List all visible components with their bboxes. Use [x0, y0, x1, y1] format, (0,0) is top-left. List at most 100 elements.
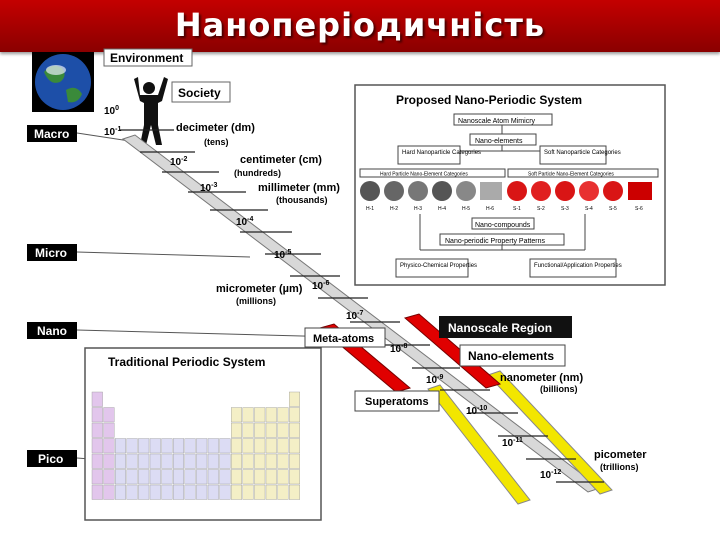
svg-text:decimeter (dm): decimeter (dm): [176, 122, 255, 134]
svg-text:H-6: H-6: [486, 206, 494, 212]
nano-periodic-panel: Proposed Nano-Periodic System Nanoscale …: [354, 84, 666, 286]
element-cell: [161, 438, 173, 454]
element-cell: [161, 469, 173, 485]
element-cell: [242, 453, 254, 469]
element-cell: [103, 438, 115, 454]
element-cell: [149, 438, 161, 454]
svg-text:H-1: H-1: [366, 206, 374, 212]
element-cell: [161, 453, 173, 469]
element-cell: [149, 484, 161, 500]
element-cell: [207, 484, 219, 500]
element-cell: [277, 407, 289, 423]
hard-codes: H-1 H-2 H-3 H-4 H-5 H-6: [366, 206, 494, 212]
element-cell: [265, 469, 277, 485]
element-cell: [230, 438, 242, 454]
svg-text:Nano-elements: Nano-elements: [475, 138, 523, 145]
element-cell: [184, 453, 196, 469]
element-cell: [114, 453, 126, 469]
soft-codes: S-1 S-2 S-3 S-4 S-5 S-6: [513, 206, 643, 212]
svg-text:Micro: Micro: [35, 246, 67, 260]
svg-text:10-1: 10-1: [104, 126, 121, 138]
element-cell: [254, 438, 266, 454]
element-cell: [161, 484, 173, 500]
unit-labels: decimeter (dm) (tens) centimeter (cm) (h…: [176, 122, 647, 472]
element-cell: [289, 391, 301, 407]
element-cell: [103, 484, 115, 500]
society-box: Society: [171, 81, 231, 103]
scale-ruler: [120, 129, 613, 505]
element-cell: [196, 453, 208, 469]
element-cell: [196, 469, 208, 485]
element-cell: [242, 469, 254, 485]
svg-text:S-6: S-6: [635, 206, 643, 212]
element-cell: [207, 453, 219, 469]
svg-text:centimeter (cm): centimeter (cm): [240, 154, 322, 166]
svg-text:S-5: S-5: [609, 206, 617, 212]
element-cell: [103, 407, 115, 423]
svg-text:H-5: H-5: [462, 206, 470, 212]
svg-text:10-5: 10-5: [274, 249, 291, 261]
element-cell: [265, 438, 277, 454]
svg-text:10-7: 10-7: [346, 310, 363, 322]
element-cell: [277, 453, 289, 469]
element-cell: [126, 453, 138, 469]
svg-text:(billions): (billions): [540, 384, 578, 394]
svg-text:picometer: picometer: [594, 449, 647, 461]
svg-text:Nanoscale Region: Nanoscale Region: [448, 321, 552, 335]
svg-text:micrometer (µm): micrometer (µm): [216, 283, 303, 295]
traditional-periodic-panel: Traditional Periodic System: [84, 347, 322, 521]
element-cell: [265, 453, 277, 469]
element-cell: [172, 469, 184, 485]
element-cell: [254, 484, 266, 500]
page-title: Нанoперіодичність: [174, 6, 546, 44]
element-cell: [265, 484, 277, 500]
title-bar: Нанoперіодичність: [0, 0, 720, 52]
svg-text:Hard Particle Nano-Element Cat: Hard Particle Nano-Element Categories: [380, 172, 468, 178]
element-cell: [219, 484, 231, 500]
element-cell: [207, 469, 219, 485]
element-cell: [265, 407, 277, 423]
svg-text:10-6: 10-6: [312, 280, 329, 292]
element-cell: [138, 453, 150, 469]
element-cell: [230, 453, 242, 469]
svg-text:Nanoscale Atom Mimicry: Nanoscale Atom Mimicry: [458, 118, 536, 125]
element-cell: [196, 484, 208, 500]
element-cell: [138, 469, 150, 485]
svg-text:10-9: 10-9: [426, 374, 443, 386]
svg-text:Hard Nanoparticle Categories: Hard Nanoparticle Categories: [402, 150, 481, 156]
svg-text:(tens): (tens): [204, 137, 229, 147]
traditional-panel-title: Traditional Periodic System: [108, 355, 265, 369]
element-cell: [172, 484, 184, 500]
svg-text:10-4: 10-4: [236, 216, 253, 228]
element-cell: [265, 422, 277, 438]
element-cell: [91, 484, 103, 500]
svg-text:Nano-compounds: Nano-compounds: [475, 222, 531, 229]
element-cell: [230, 469, 242, 485]
environment-box: Environment: [103, 48, 193, 67]
svg-text:Soft Particle Nano-Element Cat: Soft Particle Nano-Element Categories: [528, 172, 614, 178]
nano-elements-box: Nano-elements: [459, 344, 566, 367]
element-cell: [172, 453, 184, 469]
element-cell: [289, 453, 301, 469]
element-cell: [289, 438, 301, 454]
element-cell: [138, 484, 150, 500]
earth-image: [32, 52, 94, 112]
svg-text:Macro: Macro: [34, 127, 69, 141]
element-cell: [184, 469, 196, 485]
svg-text:10-10: 10-10: [466, 405, 487, 417]
element-cell: [242, 407, 254, 423]
svg-text:Soft Nanoparticle Categories: Soft Nanoparticle Categories: [544, 150, 621, 156]
element-cell: [184, 484, 196, 500]
svg-text:S-4: S-4: [585, 206, 593, 212]
element-cell: [114, 469, 126, 485]
svg-text:10-2: 10-2: [170, 156, 187, 168]
svg-text:Nano-elements: Nano-elements: [468, 349, 554, 363]
element-cell: [277, 438, 289, 454]
svg-text:Pico: Pico: [38, 452, 63, 466]
element-cell: [126, 484, 138, 500]
element-cell: [91, 422, 103, 438]
element-cell: [277, 422, 289, 438]
svg-text:(thousands): (thousands): [276, 195, 328, 205]
element-cell: [289, 422, 301, 438]
